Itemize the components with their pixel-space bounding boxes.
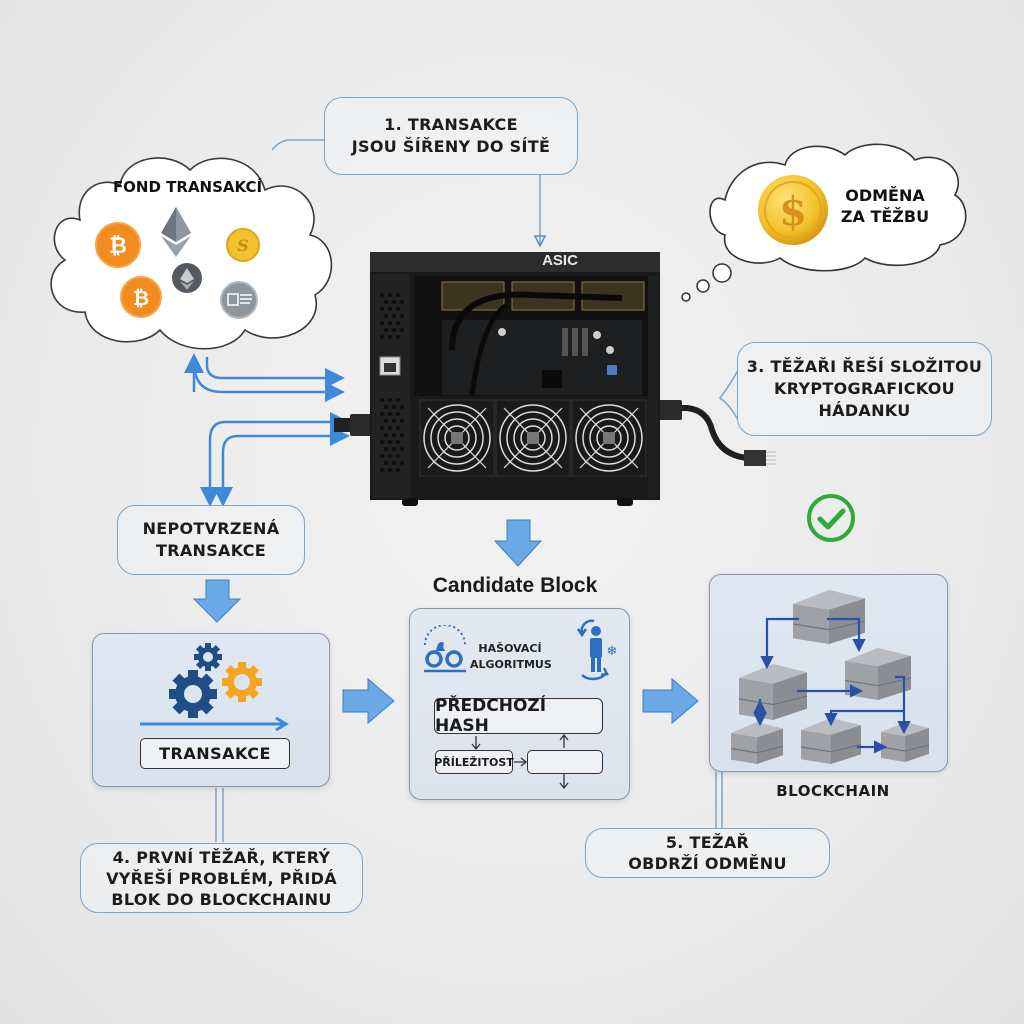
asic-miner: [334, 252, 776, 506]
pool-arrow-2: [192, 361, 345, 402]
hashing-line1: HAŠOVACÍ: [478, 642, 542, 655]
small-gear-icon: [194, 643, 222, 671]
empty-data-field: [527, 750, 603, 774]
reward-label: ODMĚNA ZA TĚŽBU: [835, 185, 935, 227]
step4-callout: 4. PRVNÍ TĚŽAŘ, KTERÝ VYŘEŠÍ PROBLÉM, PŘ…: [80, 843, 363, 913]
asic-label: ASIC: [542, 252, 578, 269]
gold-dollar-coin-icon: $: [758, 175, 828, 245]
step1-line1: 1. TRANSAKCE: [384, 115, 518, 134]
step1-line2: JSOU ŠÍŘENY DO SÍTĚ: [351, 137, 551, 156]
orange-gear-icon: [222, 662, 262, 702]
svg-text:₿: ₿: [109, 234, 127, 259]
check-circle-icon: [807, 494, 855, 542]
step5-line1: 5. TEŽAŘ: [665, 833, 750, 852]
blockchain-diagram: [730, 590, 930, 764]
unconfirmed-line1: NEPOTVRZENÁ: [142, 519, 280, 538]
blockchain-block: [800, 718, 862, 764]
previous-hash-field: PŘEDCHOZÍ HASH: [434, 696, 603, 736]
fan-icon: [419, 399, 495, 477]
svg-text:S: S: [237, 236, 249, 255]
block-inner-arrows: [471, 734, 569, 790]
step1-down-arrow: [533, 235, 547, 248]
dollar-coin-icon: S: [226, 228, 260, 262]
step3-line1: 3. TĚŽAŘI ŘEŠÍ SLOŽITOU: [746, 357, 983, 376]
step5-callout: 5. TEŽAŘ OBDRŽÍ ODMĚNU: [585, 828, 830, 878]
bitcoin-coin-icon: ₿: [95, 222, 141, 268]
gears-icon: [169, 643, 262, 718]
unconfirmed-callout: NEPOTVRZENÁ TRANSAKCE: [117, 505, 305, 575]
step3-line3: HÁDANKU: [818, 401, 911, 420]
pool-title: FOND TRANSAKCÍ: [112, 178, 263, 196]
reward-line1: ODMĚNA: [845, 186, 925, 205]
blockchain-block: [730, 722, 784, 764]
ethereum-coin-icon: [172, 263, 202, 293]
to-candidate-block-arrow: [342, 677, 395, 725]
candidate-block-title: Candidate Block: [432, 574, 598, 597]
svg-text:❄: ❄: [607, 644, 618, 659]
step1-left-tail: [271, 139, 325, 151]
unconfirmed-down-block-arrow: [192, 579, 242, 623]
step3-line2: KRYPTOGRAFICKOU: [774, 379, 955, 398]
svg-text:₿: ₿: [133, 286, 149, 310]
ethereum-logo-icon: [161, 207, 191, 257]
document-coin-icon: [220, 281, 258, 319]
step4-connector: [215, 788, 224, 842]
vent-holes: [380, 293, 404, 472]
pool-arrow-1: [205, 357, 345, 388]
blockchain-block: [738, 664, 808, 720]
step4-line1: 4. PRVNÍ TĚŽAŘ, KTERÝ: [112, 847, 331, 867]
asic-arrow-1: [200, 420, 320, 507]
hashing-line2: ALGORITMUS: [470, 658, 552, 671]
blockchain-caption: BLOCKCHAIN: [776, 782, 890, 800]
nonce-field: PŘÍLEŽITOST: [434, 750, 514, 774]
step5-line2: OBDRŽÍ ODMĚNU: [628, 854, 787, 873]
hashing-gears-icon: [424, 625, 466, 673]
svg-text:$: $: [779, 188, 807, 235]
fan-icon: [571, 399, 647, 477]
process-arrow-icon: [140, 716, 289, 732]
hashing-algorithm-label: HAŠOVACÍ ALGORITMUS: [470, 641, 552, 673]
person-cycle-icon: ❄: [576, 619, 618, 681]
unconfirmed-line2: TRANSAKCE: [156, 541, 266, 560]
reward-line2: ZA TĚŽBU: [840, 207, 930, 226]
asic-down-block-arrow: [493, 519, 543, 567]
to-blockchain-block-arrow: [642, 677, 699, 725]
chain-link: [760, 617, 799, 670]
blockchain-block: [844, 648, 912, 700]
bitcoin-coin-icon: ₿: [120, 276, 162, 318]
blockchain-block: [792, 590, 866, 644]
fan-icon: [495, 399, 571, 477]
pool-icons: ₿ ₿ S: [95, 207, 260, 319]
step4-line2: VYŘEŠÍ PROBLÉM, PŘIDÁ: [106, 868, 337, 888]
transactions-label: TRANSAKCE: [140, 738, 290, 769]
large-gear-icon: [169, 670, 217, 718]
chain-link: [827, 617, 866, 653]
step3-callout: 3. TĚŽAŘI ŘEŠÍ SLOŽITOU KRYPTOGRAFICKOU …: [737, 342, 992, 436]
step4-line3: BLOK DO BLOCKCHAINU: [111, 889, 332, 909]
asic-arrow-2: [213, 434, 320, 507]
step1-callout: 1. TRANSAKCE JSOU ŠÍŘENY DO SÍTĚ: [324, 97, 578, 175]
step5-connector: [715, 772, 723, 828]
